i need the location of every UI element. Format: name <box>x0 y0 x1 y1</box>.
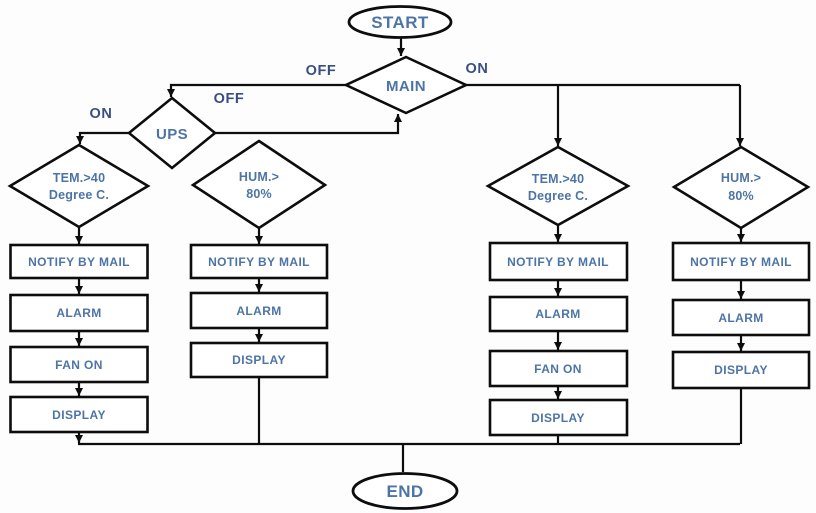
col2-display-label: DISPLAY <box>232 353 286 367</box>
process-box-col4-alarm <box>671 298 811 337</box>
hum-left-decision-diamond <box>190 139 328 230</box>
main-decision-diamond <box>342 55 470 115</box>
main-on-edge-label: ON <box>466 61 489 77</box>
col3-display-label: DISPLAY <box>531 411 585 425</box>
col1-fan-label: FAN ON <box>55 358 103 372</box>
temp-right-label-line2: Degree C. <box>528 189 588 203</box>
process-box-col3-fan-on <box>488 349 629 388</box>
col2-notify-label: NOTIFY BY MAIL <box>208 255 310 269</box>
edge-main-off-to-ups <box>167 83 346 97</box>
process-box-col3-display <box>488 398 629 437</box>
temp-left-label-line2: Degree C. <box>49 188 109 202</box>
process-box-col1-display <box>9 395 149 434</box>
col1-alarm-label: ALARM <box>56 306 101 320</box>
process-box-col1-notify-mail <box>9 243 149 280</box>
process-box-col3-alarm <box>488 295 629 333</box>
hum-right-decision-diamond <box>671 145 811 230</box>
hum-right-label-line1: HUM.> <box>721 171 761 185</box>
temp-left-decision-diamond <box>7 143 151 229</box>
main-off-edge-label: OFF <box>306 63 337 79</box>
ups-on-edge-label: ON <box>90 106 113 122</box>
process-box-col2-notify-mail <box>189 243 329 280</box>
start-label: START <box>371 13 429 32</box>
hum-left-label-line1: HUM.> <box>239 170 279 184</box>
process-box-col4-display <box>671 350 811 390</box>
col1-display-label: DISPLAY <box>52 408 106 422</box>
process-box-col1-alarm <box>9 293 149 333</box>
edge-ups-on-to-temp-left <box>76 131 129 144</box>
temp-left-label-line1: TEM.>40 <box>53 171 105 185</box>
process-box-col1-fan-on <box>9 345 149 384</box>
edge-ups-off-return-to-main <box>215 114 402 135</box>
col4-notify-label: NOTIFY BY MAIL <box>690 255 792 269</box>
col4-display-label: DISPLAY <box>714 363 768 377</box>
col1-notify-label: NOTIFY BY MAIL <box>28 255 130 269</box>
hum-right-label-line2: 80% <box>728 189 754 203</box>
ups-off-edge-label: OFF <box>214 91 245 107</box>
end-terminal <box>351 472 459 510</box>
process-box-col3-notify-mail <box>488 241 629 282</box>
process-box-col2-alarm <box>189 291 329 330</box>
ups-label: UPS <box>156 126 188 143</box>
col3-alarm-label: ALARM <box>535 307 580 321</box>
ups-decision-diamond <box>126 96 218 170</box>
col4-alarm-label: ALARM <box>718 311 763 325</box>
col2-alarm-label: ALARM <box>236 304 281 318</box>
temp-right-label-line1: TEM.>40 <box>532 172 584 186</box>
temp-right-decision-diamond <box>485 145 631 227</box>
col3-notify-label: NOTIFY BY MAIL <box>507 255 609 269</box>
hum-left-label-line2: 80% <box>246 187 272 201</box>
end-label: END <box>386 482 423 501</box>
process-box-col2-display <box>189 341 329 379</box>
col3-fan-label: FAN ON <box>534 362 582 376</box>
process-box-col4-notify-mail <box>671 241 811 282</box>
main-label: MAIN <box>386 78 426 95</box>
start-terminal <box>347 5 453 39</box>
